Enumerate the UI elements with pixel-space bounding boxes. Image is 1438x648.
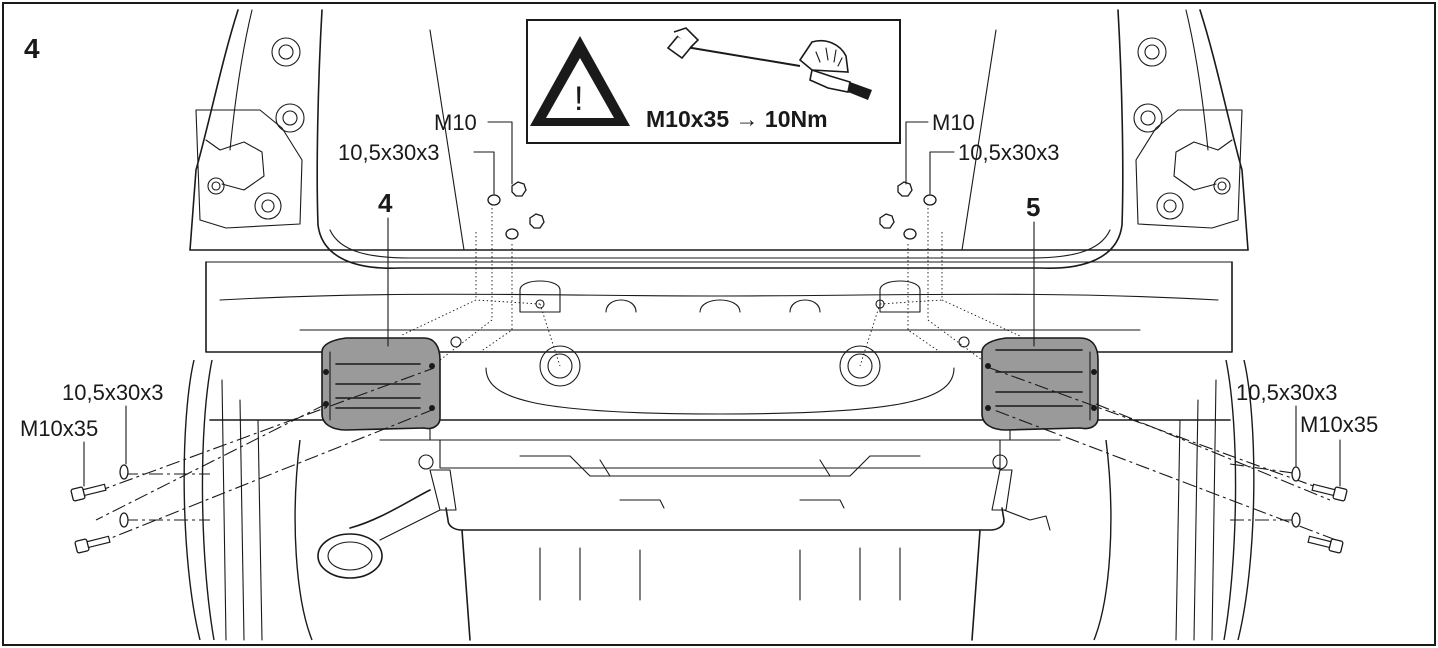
callout-top-left-washer: 10,5x30x3 [338,140,440,165]
bolt-icon [74,535,111,554]
right-tire [1093,359,1255,641]
callout-top-right-ref-line [961,29,997,251]
washer-icon [505,228,519,240]
callout-right-washer: 10,5x30x3 [1236,380,1338,405]
callout-top-right-nut: M10 [932,110,975,135]
callout-top-right-washer-leader [929,151,955,195]
callout-top-left-nut: M10 [434,110,477,135]
callout-top-right-nut-leader [905,121,929,185]
right-fasteners [879,181,1348,554]
callout-left-bolt: M10x35 [20,416,98,441]
washer-icon [487,194,501,206]
bolt-icon [1311,483,1348,502]
washer-icon [119,464,129,480]
bracket-4-left [321,337,441,431]
left-bolt-paths [95,200,561,545]
callout-top-left-ref-line [429,29,465,251]
bolt-icon [1307,535,1344,554]
svg-text:!: ! [574,80,583,118]
nut-icon [879,213,895,229]
washer-icon [1291,466,1301,482]
bolt-icon [70,483,107,502]
nut-icon [511,181,527,197]
torque-warning-box: ! M10x35 → 10Nm [526,19,901,144]
bracket-5-right [981,337,1099,431]
left-tire [183,359,313,641]
step-number: 4 [24,33,40,64]
nut-icon [897,181,913,197]
callout-top-right-washer: 10,5x30x3 [958,140,1060,165]
exhaust-muffler [317,454,1051,641]
callout-top-left-washer-leader [473,151,495,195]
torque-spec-text: M10x35 → 10Nm [646,106,828,132]
washer-icon [923,194,937,206]
vehicle-rear-body [189,9,1249,477]
callout-top-left-nut-leader [487,121,513,185]
washer-icon [119,512,129,528]
right-bolt-paths [859,200,1337,541]
washer-icon [1291,512,1301,528]
left-fasteners [70,181,545,554]
callout-right-bolt: M10x35 [1300,412,1378,437]
warning-triangle-icon: ! [530,36,630,126]
torque-wrench-icon [666,27,872,100]
bracket-4-label: 4 [378,188,393,218]
nut-icon [529,213,545,229]
washer-icon [903,228,917,240]
callout-left-washer: 10,5x30x3 [62,380,164,405]
bracket-5-label: 5 [1026,192,1040,222]
